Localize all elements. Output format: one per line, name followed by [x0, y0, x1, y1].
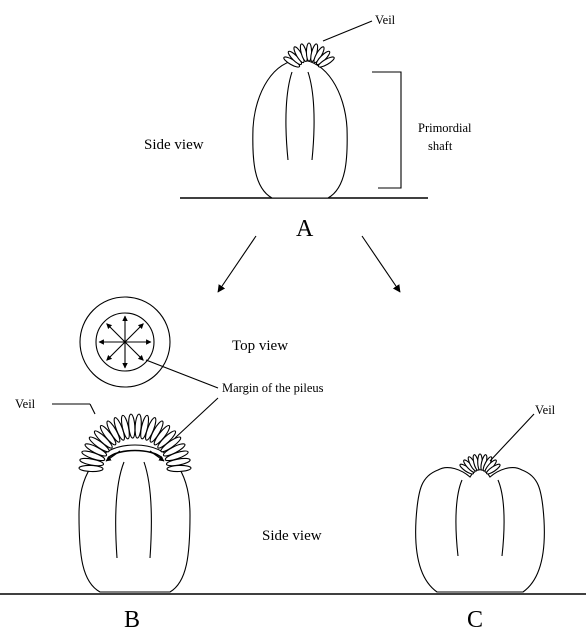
radial-arrow [125, 324, 143, 342]
side-view-b-label: Side view [262, 528, 322, 544]
panel-b: Veil Margin of the pileus Side view B [15, 360, 324, 633]
veil-c-label: Veil [535, 403, 556, 417]
veil-b-leader-tip [90, 404, 95, 414]
radial-arrow [125, 342, 143, 360]
radial-arrow [107, 324, 125, 342]
primordial-shaft-label-2: shaft [428, 139, 453, 153]
panel-c-label: C [467, 607, 483, 633]
radial-arrows [99, 316, 151, 368]
margin-leader-side [175, 398, 218, 438]
veil-a-label: Veil [375, 13, 396, 27]
shaft-bracket [372, 72, 401, 188]
primordium-a [253, 60, 347, 198]
margin-label: Margin of the pileus [222, 381, 324, 395]
arrow-a-to-c [362, 236, 400, 292]
veil-c-leader [490, 414, 534, 461]
panel-b-label: B [124, 607, 140, 633]
arrow-a-to-b [218, 236, 256, 292]
top-view-label: Top view [232, 338, 288, 354]
panel-a-label: A [296, 216, 314, 242]
radial-arrow [107, 342, 125, 360]
side-view-a-label: Side view [144, 137, 204, 153]
panel-c: Veil C [416, 403, 556, 633]
panel-a: Veil Primordial shaft Side view A [144, 13, 472, 242]
veil-b-label: Veil [15, 397, 36, 411]
veil-b-lamella [167, 465, 191, 472]
veil-a-leader [323, 21, 372, 41]
top-view: Top view [80, 297, 288, 387]
primordial-shaft-label-1: Primordial [418, 121, 472, 135]
primordium-c [416, 468, 545, 592]
